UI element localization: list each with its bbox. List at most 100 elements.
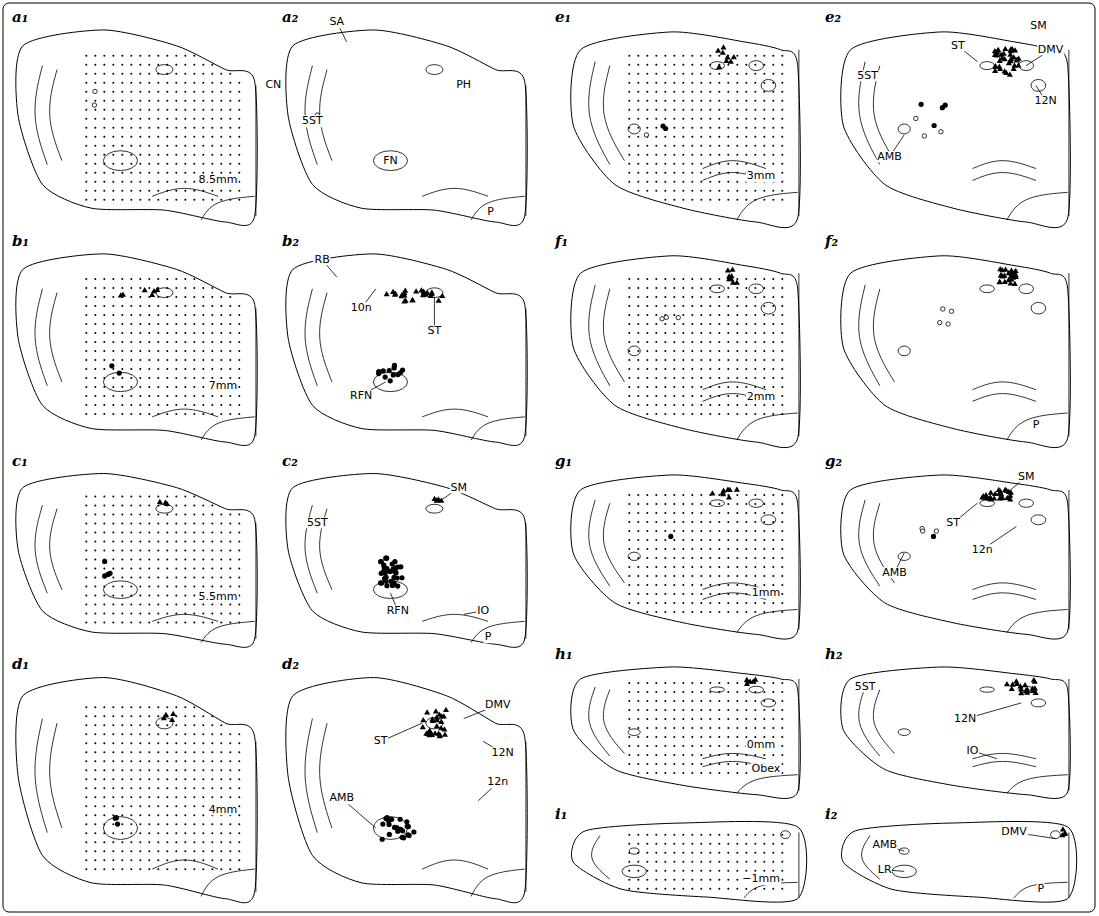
stimulation-site [112,377,114,379]
stimulation-site [682,278,684,280]
stimulation-site [184,172,186,174]
stimulation-site [175,832,177,834]
stimulation-site [202,841,204,843]
stimulation-site [130,314,132,316]
stimulation-site [166,531,168,533]
stimulation-site [121,64,123,66]
stimulation-site [655,341,657,343]
midline [255,741,256,891]
stimulation-site [229,199,231,201]
stimulation-site [736,109,738,111]
stimulation-site [175,55,177,57]
stimulation-site [175,172,177,174]
stimulation-site [175,368,177,370]
stimulation-site [628,181,630,183]
stimulation-site [157,296,159,298]
stimulation-site [112,64,114,66]
stimulation-site [112,603,114,605]
stimulation-site [637,154,639,156]
stimulation-site [139,850,141,852]
triangle-marker [1003,70,1009,75]
stimulation-site [112,495,114,497]
stimulation-site [166,558,168,560]
stimulation-site [193,612,195,614]
stimulation-site [763,91,765,93]
stimulation-site [727,332,729,334]
triangle-marker [161,715,167,720]
stimulation-site [157,724,159,726]
stimulation-site [130,181,132,183]
triangle-marker [1014,56,1020,61]
stimulation-site [103,100,105,102]
stimulation-site [718,350,720,352]
stimulation-site [175,305,177,307]
stimulation-site [193,404,195,406]
stimulation-site [139,127,141,129]
stimulation-site [121,413,123,415]
stimulation-site [682,82,684,84]
stimulation-site [103,296,105,298]
stimulation-site [211,395,213,397]
stimulation-site [238,118,240,120]
stimulation-site [193,850,195,852]
stimulation-site [139,55,141,57]
stimulation-site [220,585,222,587]
stimulation-site [103,850,105,852]
stimulation-site [664,145,666,147]
stimulation-site [220,100,222,102]
stimulation-site [103,522,105,524]
stimulation-site [148,706,150,708]
tract-outline [973,173,1036,181]
tract-outline [422,188,488,196]
stimulation-site [184,377,186,379]
stimulation-site [166,118,168,120]
stimulation-site [736,127,738,129]
stimulation-site [85,805,87,807]
stimulation-site [637,323,639,325]
tract-outline [201,196,255,220]
stimulation-site [175,199,177,201]
stimulation-site [139,172,141,174]
stimulation-site [211,368,213,370]
stimulation-site [112,706,114,708]
stimulation-site [94,341,96,343]
stimulation-site [85,118,87,120]
stimulation-site [691,118,693,120]
stimulation-site [130,850,132,852]
stimulation-site [148,594,150,596]
stimulation-site [157,82,159,84]
stimulation-site [166,359,168,361]
stimulation-site [112,368,114,370]
stimulation-site [238,145,240,147]
stimulation-site [202,163,204,165]
stimulation-site [112,145,114,147]
stimulation-site [139,109,141,111]
stimulation-site [130,91,132,93]
stimulation-site [121,190,123,192]
stimulation-site [112,751,114,753]
stimulation-site [85,706,87,708]
stimulation-site [184,341,186,343]
stimulation-site [175,163,177,165]
stimulation-site [175,778,177,780]
stimulation-site [628,91,630,93]
stimulation-site [781,109,783,111]
stimulation-site [211,199,213,201]
filled-circle-marker [398,817,403,822]
stimulation-site [664,64,666,66]
stimulation-site [700,145,702,147]
stimulation-site [220,305,222,307]
stimulation-site [202,805,204,807]
stimulation-site [85,576,87,578]
stimulation-site [94,82,96,84]
stimulation-site [166,55,168,57]
stimulation-site [646,145,648,147]
stimulation-site [130,82,132,84]
stimulation-site [148,859,150,861]
stimulation-site [211,850,213,852]
stimulation-site [691,181,693,183]
stimulation-site [727,136,729,138]
stimulation-site [85,495,87,497]
stimulation-site [193,796,195,798]
stimulation-site [184,314,186,316]
